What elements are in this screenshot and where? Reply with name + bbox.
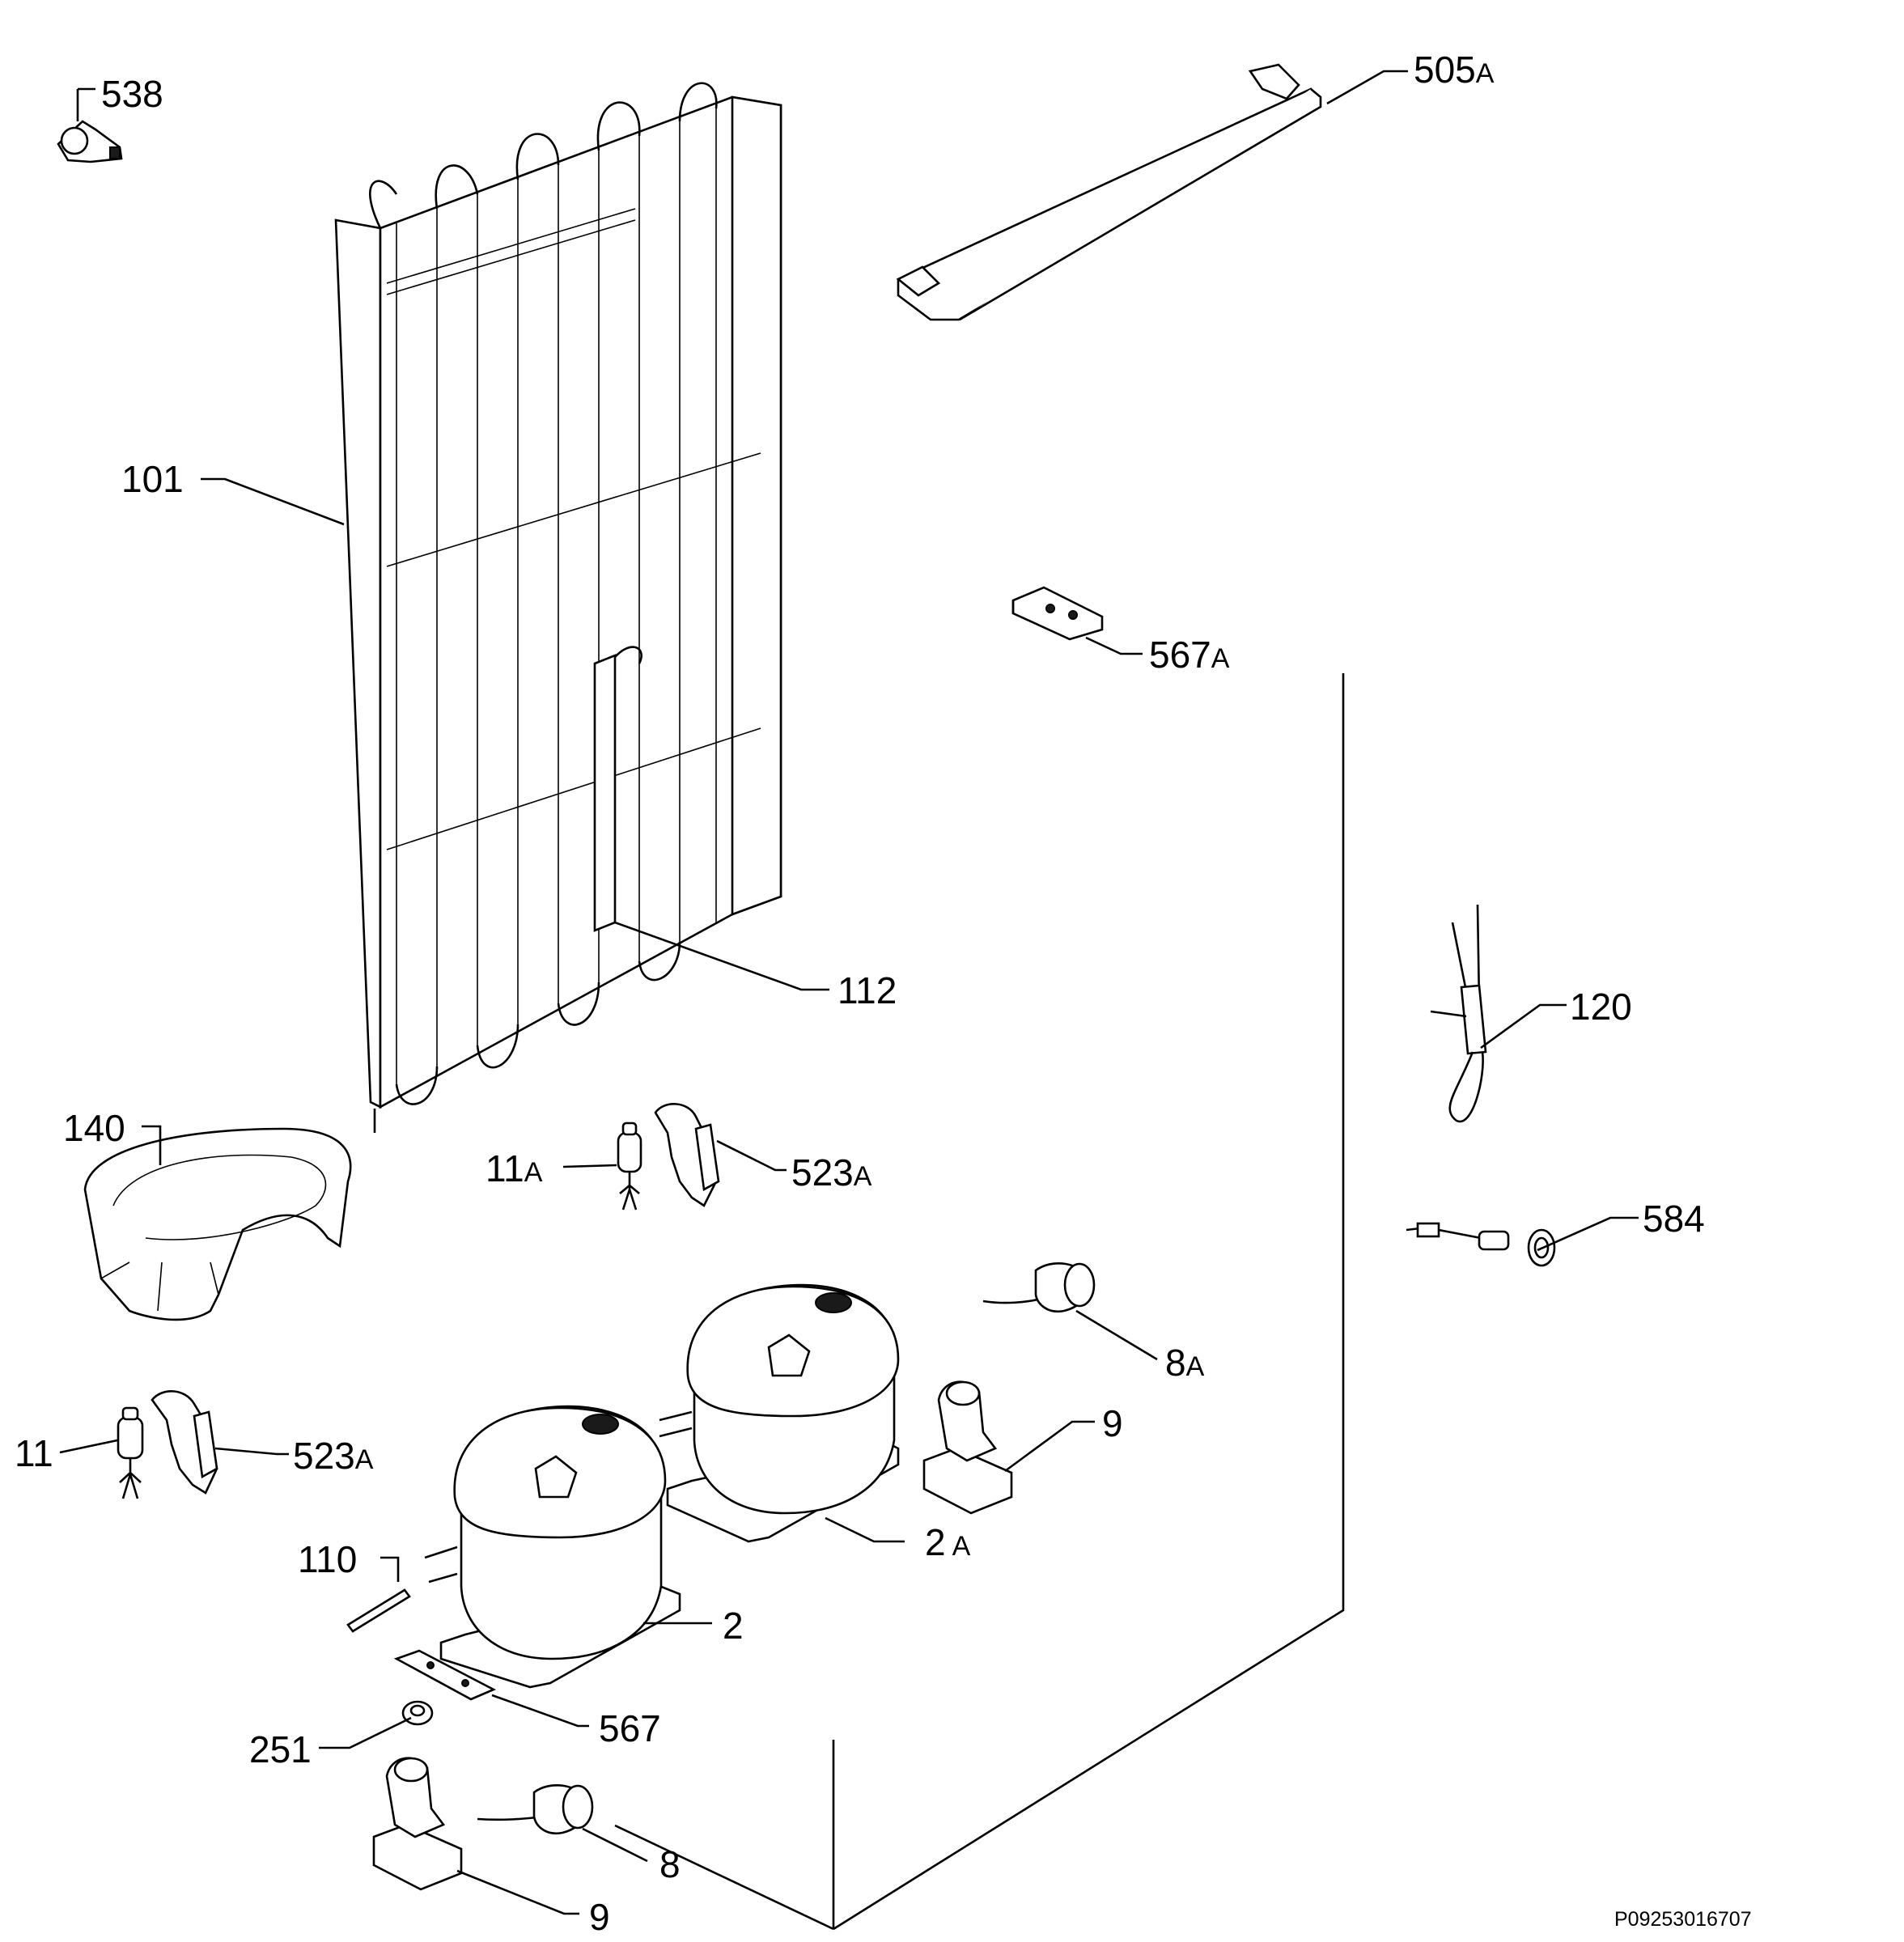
compressor-2 bbox=[424, 1405, 681, 1689]
callout-523a-upper: 523A bbox=[791, 1151, 872, 1194]
pipe-110 bbox=[346, 1588, 411, 1633]
callout-11a: 11A bbox=[486, 1147, 543, 1189]
plate-567 bbox=[393, 1649, 497, 1701]
nut-251 bbox=[401, 1700, 434, 1726]
relay-11a bbox=[617, 1122, 642, 1211]
clamp-523a-lower bbox=[151, 1390, 218, 1495]
clamp-523a-upper bbox=[654, 1103, 720, 1207]
holder-9-right bbox=[922, 1380, 1013, 1515]
callout-567a: 567A bbox=[1149, 634, 1230, 676]
tray-140 bbox=[83, 1127, 352, 1321]
callout-9-bottom: 9 bbox=[589, 1896, 610, 1938]
callout-8: 8 bbox=[659, 1843, 681, 1885]
compressor-2a bbox=[659, 1283, 900, 1543]
callout-11: 11 bbox=[15, 1432, 53, 1474]
condenser-part bbox=[334, 82, 782, 1133]
relay-11 bbox=[117, 1406, 144, 1499]
callout-584: 584 bbox=[1643, 1198, 1705, 1240]
callout-110: 110 bbox=[298, 1538, 357, 1580]
callout-140: 140 bbox=[63, 1107, 125, 1149]
sensor-120 bbox=[1430, 904, 1487, 1123]
callout-538: 538 bbox=[101, 73, 163, 115]
callout-120: 120 bbox=[1570, 986, 1632, 1028]
protector-8 bbox=[477, 1783, 594, 1835]
callout-101: 101 bbox=[121, 458, 184, 500]
callout-8a: 8A bbox=[1165, 1342, 1205, 1384]
bar-505a bbox=[896, 63, 1322, 321]
callout-2: 2 bbox=[723, 1605, 744, 1647]
callout-523a-lower: 523A bbox=[293, 1435, 374, 1477]
callout-112: 112 bbox=[838, 969, 897, 1011]
callout-251: 251 bbox=[249, 1728, 312, 1770]
callout-567: 567 bbox=[599, 1707, 661, 1749]
cabinet-outline bbox=[614, 673, 1345, 1931]
plug-584 bbox=[1406, 1222, 1556, 1267]
protector-8a bbox=[982, 1261, 1096, 1313]
callout-labels: 538 505A 101 567A 112 120 140 11A 523A 5… bbox=[15, 49, 1752, 1938]
clip-538 bbox=[57, 120, 123, 163]
holder-9-bottom bbox=[372, 1757, 463, 1891]
drawing-code: P09253016707 bbox=[1614, 1908, 1752, 1931]
callout-505a: 505A bbox=[1414, 49, 1495, 91]
bracket-567a bbox=[1011, 586, 1104, 641]
callout-9-right: 9 bbox=[1102, 1402, 1123, 1444]
leader-lines bbox=[59, 70, 1639, 1915]
